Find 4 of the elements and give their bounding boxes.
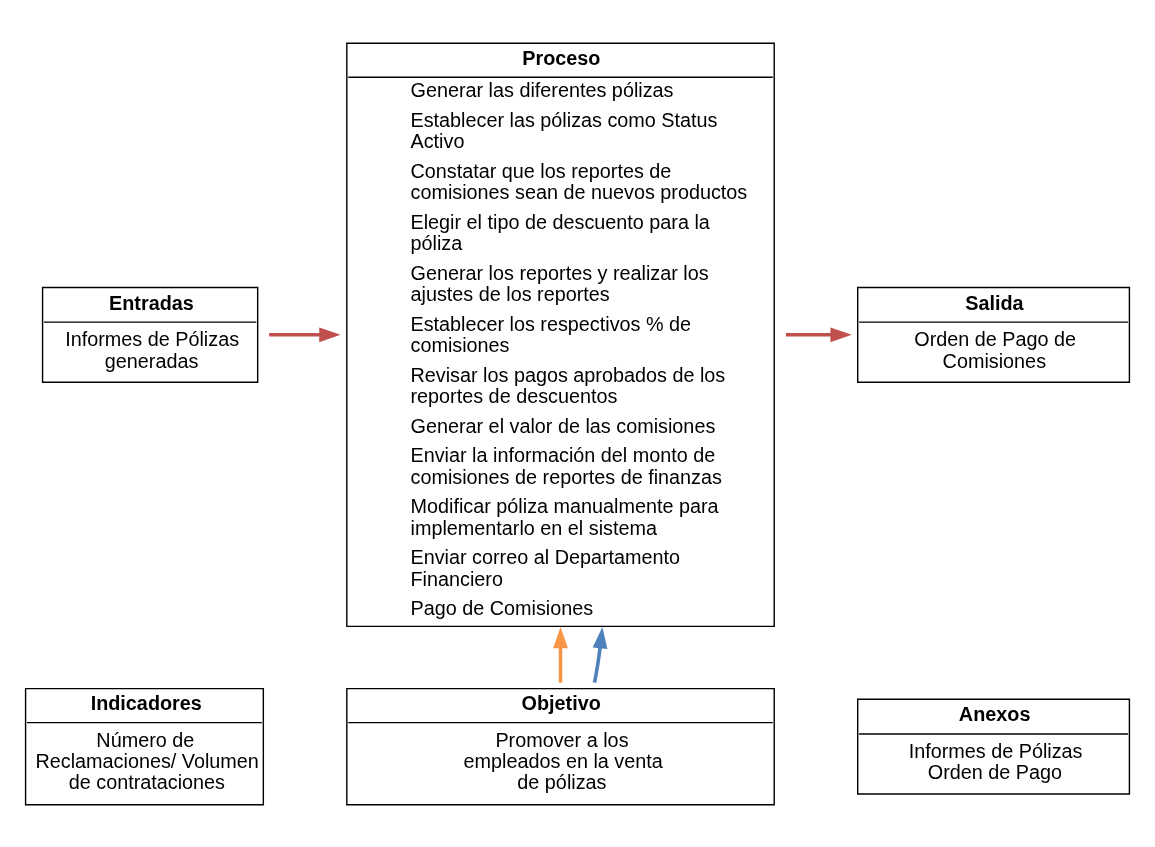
arrow bbox=[785, 326, 852, 342]
arrow bbox=[553, 626, 568, 683]
arrow bbox=[269, 326, 341, 342]
arrow bbox=[592, 626, 608, 683]
